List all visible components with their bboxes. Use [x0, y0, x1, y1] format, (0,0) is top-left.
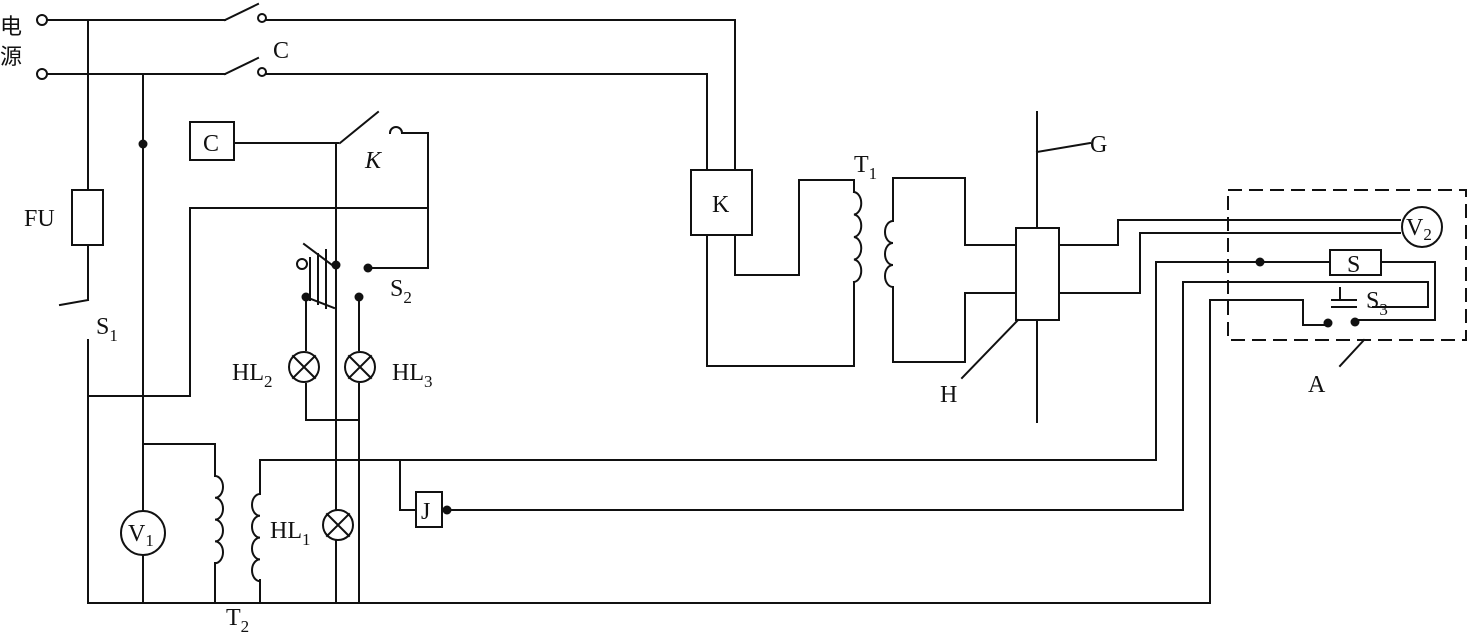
box-s-label: S	[1347, 252, 1360, 278]
left-rail	[58, 19, 1304, 604]
label-g: G	[1090, 132, 1107, 158]
voltmeter-v1	[120, 510, 166, 556]
switch-s1-label: S1	[96, 314, 118, 345]
lamp-hl1	[322, 509, 354, 541]
transformer-t2-label: T2	[226, 605, 249, 635]
switch-s3-label: S3	[1366, 288, 1388, 319]
relay-j	[399, 281, 1429, 528]
lamp-hl2-label: HL2	[232, 360, 273, 391]
switch-s2-label: S2	[390, 276, 412, 307]
power-terminals	[36, 14, 48, 80]
voltmeter-v2-label: V2	[1406, 215, 1432, 244]
box-s	[1329, 249, 1436, 321]
switch-s3	[1302, 287, 1360, 328]
relay-k-box	[690, 169, 863, 367]
lamp-hl2	[288, 351, 320, 383]
lamp-hl1-label: HL1	[270, 518, 311, 549]
transformer-t1-secondary	[884, 177, 1017, 363]
main-contactor-c	[46, 2, 736, 171]
label-a: A	[1308, 372, 1326, 398]
lamp-hl3	[344, 351, 376, 383]
voltmeter-v2	[1401, 206, 1443, 248]
transformer-t1-label: T1	[854, 152, 877, 183]
relay-k-box-label: K	[712, 192, 730, 218]
contactor-c-label: C	[273, 38, 289, 64]
device-g-h	[960, 111, 1401, 423]
power-label-1: 电	[0, 15, 22, 40]
relay-j-label: J	[421, 499, 430, 525]
panel-a	[1227, 189, 1467, 368]
contactor-c-coil	[189, 110, 429, 273]
transformer-t2-secondary	[251, 257, 1331, 604]
lamp-hl3-label: HL3	[392, 360, 433, 391]
label-h: H	[940, 382, 957, 408]
relay-k-switch-label: K	[364, 148, 383, 174]
voltmeter-v1-label: V1	[128, 521, 154, 550]
fuse-label: FU	[24, 206, 55, 232]
switch-s2	[296, 242, 364, 310]
contactor-c-coil-label: C	[203, 131, 219, 157]
power-label-2: 源	[0, 45, 22, 70]
